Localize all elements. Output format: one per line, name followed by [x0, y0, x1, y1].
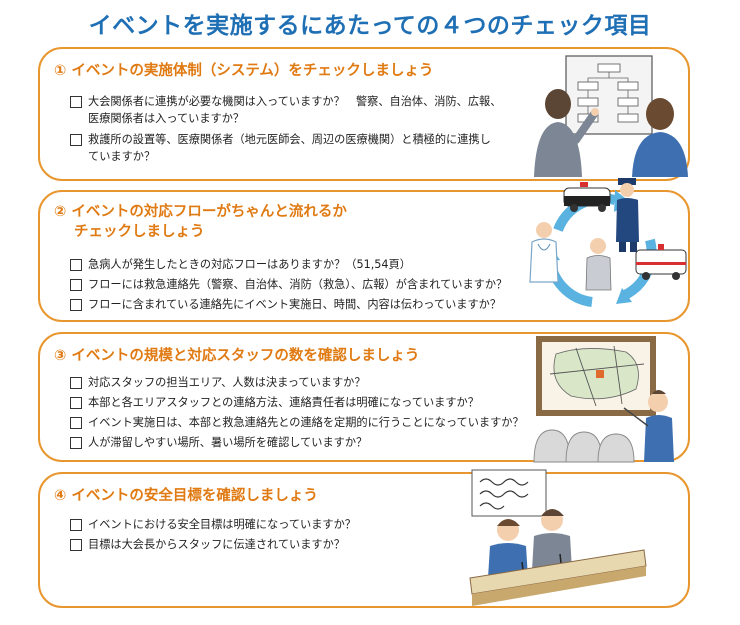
section-1-item-2[interactable]: 救護所の設置等、医療関係者（地元医師会、周辺の医療機関）と積極的に連携し ていま…	[70, 131, 528, 165]
area-map-briefing-illustration	[533, 336, 674, 463]
org-chart-meeting-illustration	[534, 55, 688, 177]
emergency-flow-cycle-illustration	[529, 178, 687, 307]
checkbox[interactable]	[70, 96, 82, 108]
checkbox[interactable]	[70, 377, 82, 389]
checkbox[interactable]	[70, 397, 82, 409]
safety-goal-conference-illustration	[469, 469, 647, 606]
section-3-item-1[interactable]: 対応スタッフの担当エリア、人数は決まっていますか？	[70, 374, 558, 391]
section-2-item-1[interactable]: 急病人が発生したときの対応フローはありますか？（51,54頁）	[70, 256, 538, 273]
check-section-4: ④ イベントの安全目標を確認しましょう イベントにおける安全目標は明確になってい…	[38, 472, 690, 608]
checkbox[interactable]	[70, 519, 82, 531]
checkbox[interactable]	[70, 259, 82, 271]
section-3-heading: ③ イベントの規模と対応スタッフの数を確認しましょう	[54, 348, 420, 364]
page-title: イベントを実施するにあたっての４つのチェック項目	[88, 13, 652, 39]
checkbox[interactable]	[70, 279, 82, 291]
section-2-item-3[interactable]: フローに含まれている連絡先にイベント実施日、時間、内容は伝わっていますか？	[70, 296, 538, 313]
checkbox[interactable]	[70, 134, 82, 146]
section-4-item-1[interactable]: イベントにおける安全目標は明確になっていますか？	[70, 516, 488, 533]
checkbox[interactable]	[70, 299, 82, 311]
checkbox[interactable]	[70, 437, 82, 449]
section-4-heading: ④ イベントの安全目標を確認しましょう	[54, 488, 318, 504]
section-2-heading: ② イベントの対応フローがちゃんと流れるか チェックしましょう	[54, 204, 347, 240]
section-3-item-2[interactable]: 本部と各エリアスタッフとの連絡方法、連絡責任者は明確になっていますか？	[70, 394, 558, 411]
section-3-item-4[interactable]: 人が滞留しやすい場所、暑い場所を確認していますか？	[70, 434, 558, 451]
section-1-item-1[interactable]: 大会関係者に連携が必要な機関は入っていますか？ 警察、自治体、消防、広報、 医療…	[70, 93, 528, 127]
checkbox[interactable]	[70, 417, 82, 429]
section-3-item-3[interactable]: イベント実施日は、本部と救急連絡先との連絡を定期的に行うことになっていますか？	[70, 414, 558, 431]
section-4-item-2[interactable]: 目標は大会長からスタッフに伝達されていますか？	[70, 536, 488, 553]
section-2-item-2[interactable]: フローには救急連絡先（警察、自治体、消防（救急）、広報）が含まれていますか？	[70, 276, 538, 293]
section-1-heading: ① イベントの実施体制（システム）をチェックしましょう	[54, 63, 434, 79]
checkbox[interactable]	[70, 539, 82, 551]
